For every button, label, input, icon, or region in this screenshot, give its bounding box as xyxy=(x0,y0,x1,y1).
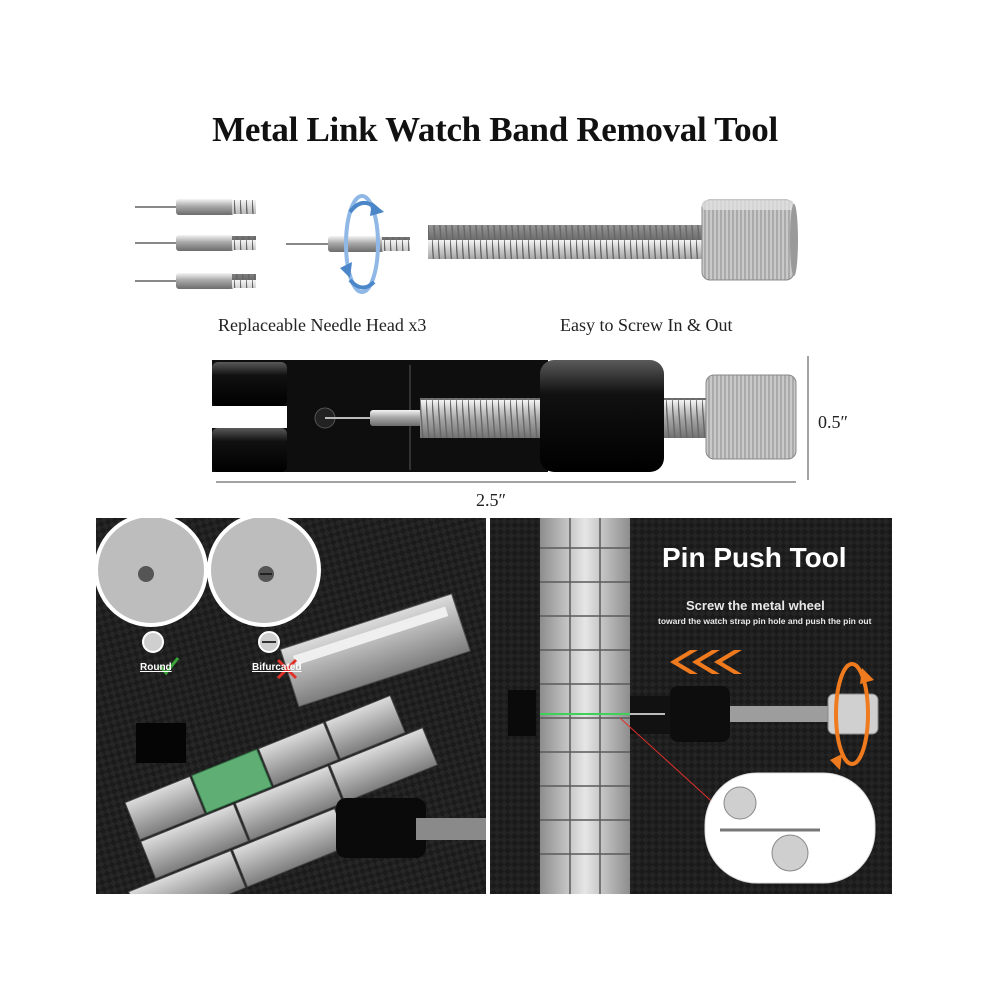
rotate-arrows-icon xyxy=(340,194,384,294)
pin-push-tool-art xyxy=(490,518,892,894)
watch-band-photo-art xyxy=(96,518,486,894)
assembled-tool xyxy=(212,360,797,472)
dimension-lines xyxy=(216,356,809,483)
pin-push-tool-title: Pin Push Tool xyxy=(662,542,847,573)
needle-head-3 xyxy=(135,273,256,289)
rotating-needle xyxy=(286,236,410,252)
bifurcated-pin-label: Bifurcated xyxy=(252,662,302,673)
push-direction-arrows xyxy=(670,650,742,674)
page-title: Metal Link Watch Band Removal Tool xyxy=(212,110,778,149)
tool-parts-illustration xyxy=(135,194,809,483)
pin-push-description: toward the watch strap pin hole and push… xyxy=(658,616,872,626)
round-pin-label: Round xyxy=(140,662,172,673)
pin-push-tool-panel: Pin Push Tool Screw the metal wheel towa… xyxy=(490,518,892,894)
wheel-rotation-icon xyxy=(834,662,870,766)
needle-head-1 xyxy=(135,199,256,215)
screw-caption: Easy to Screw In & Out xyxy=(560,315,733,335)
width-dimension: 2.5″ xyxy=(476,490,506,510)
needle-head-2 xyxy=(135,235,256,251)
watch-band-photo-left: Round Bifurcated xyxy=(96,518,486,894)
height-dimension: 0.5″ xyxy=(818,412,848,432)
screw-part xyxy=(428,199,798,281)
needle-heads-caption: Replaceable Needle Head x3 xyxy=(218,315,427,335)
pin-push-subtitle: Screw the metal wheel xyxy=(686,598,825,613)
